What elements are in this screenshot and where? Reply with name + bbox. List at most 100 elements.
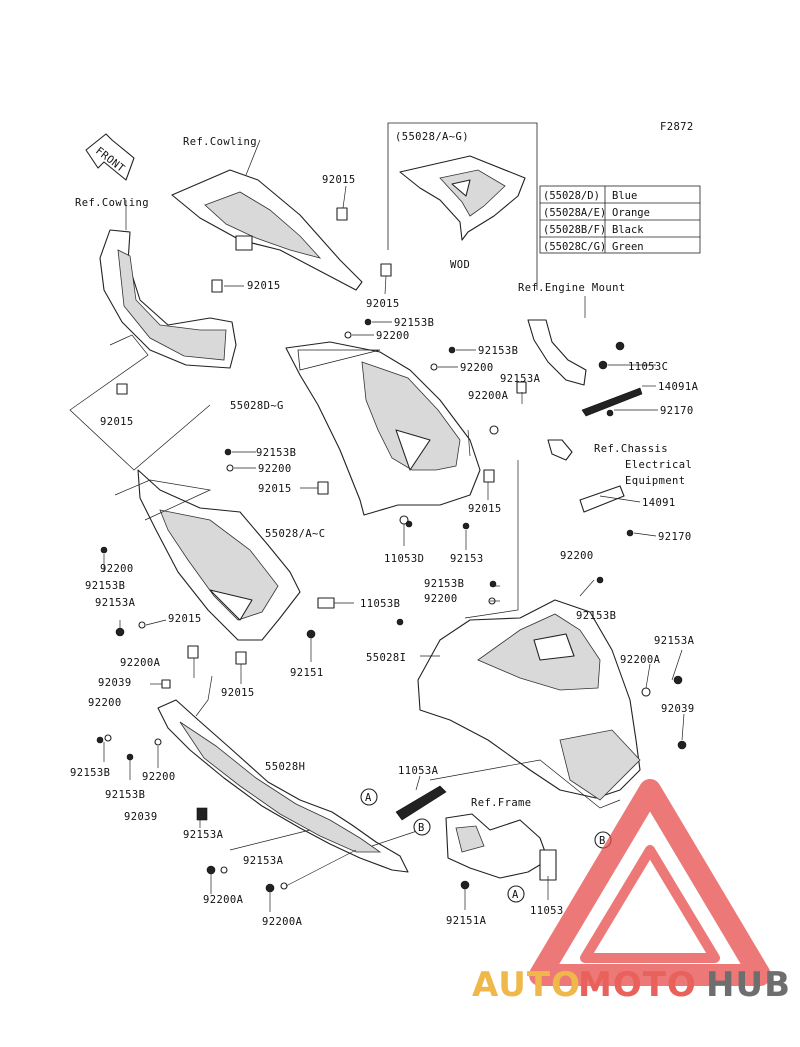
part-label: 55028I [366,652,406,664]
callout-b-1: B [413,818,431,836]
part-label: 92200 [460,362,494,374]
part-label: 92039 [124,811,158,823]
legend-color-3: Green [612,241,644,253]
part-label: 92153A [654,635,695,647]
stay-11053a-part [395,785,447,821]
part-label: 92200 [560,550,594,562]
part-label: 92153A [500,373,541,385]
part-label: 92015 [247,280,281,292]
left-inner-cowl-part [69,200,237,471]
part-label: 92200 [258,463,292,475]
part-label: 92200 [424,593,458,605]
part-label: 55028H [265,761,305,773]
part-label: 92153B [256,447,296,459]
part-labels: 92015 92015 92015 92015 92153B 92200 921… [70,174,699,928]
engine-mount-bracket [527,296,643,513]
part-label: 92153B [424,578,464,590]
watermark-logo-icon [529,779,771,986]
watermark-auto: AUTO [472,965,581,1005]
callout-a-2: A [507,885,525,903]
part-label: 92015 [221,687,255,699]
part-label: 92200A [620,654,661,666]
watermark-moto: MOTO [578,965,697,1005]
leader-lines [103,185,685,912]
watermark-text: AUTO MOTO HUB [472,965,791,1005]
part-label: 92200A [262,916,303,928]
side-cowl-55028a-part [114,469,301,641]
part-label: 14091A [658,381,699,393]
part-label: 11053 [530,905,564,917]
part-label: 92153B [478,345,518,357]
part-label: 92153A [183,829,224,841]
frame-part [445,813,557,881]
figure-code: F2872 [660,121,694,133]
upper-cowling-part [171,139,363,291]
inset-note: WOD [450,259,470,271]
lower-cowl-55028h-part [157,699,409,873]
ref-chassis-3: Equipment [625,475,686,487]
part-label: 92151 [290,667,324,679]
part-label: 92039 [98,677,132,689]
svg-text:B: B [599,835,606,847]
callout-a-1: A [360,788,378,806]
lower-cowl-55028i-part [417,599,641,801]
part-label: 92015 [168,613,202,625]
part-label: 92153B [105,789,145,801]
fasteners [96,207,687,893]
color-legend: (55028/D) Blue (55028A/E) Orange (55028B… [539,185,701,254]
part-label: 55028/A~C [265,528,326,540]
part-label: 92170 [658,531,692,543]
part-label: 11053C [628,361,668,373]
part-label: 92153B [394,317,434,329]
part-label: 11053B [360,598,400,610]
part-label: 92153B [70,767,110,779]
part-label: 92153A [243,855,284,867]
legend-code-2: (55028B/F) [543,224,606,236]
part-label: 92200 [88,697,122,709]
part-label: 92015 [100,416,134,428]
part-label: 92200 [142,771,176,783]
legend-code-0: (55028/D) [543,190,600,202]
part-label: 92200A [468,390,509,402]
part-label: 92200A [203,894,244,906]
part-label: 92153B [85,580,125,592]
legend-code-1: (55028A/E) [543,207,606,219]
inset-box: (55028/A~G) WOD [387,122,538,290]
part-label: 14091 [642,497,676,509]
ref-cowling-left: Ref.Cowling [75,197,149,209]
inset-title: (55028/A~G) [395,131,469,143]
svg-text:A: A [365,792,372,804]
legend-color-0: Blue [612,190,637,202]
part-label: 92151A [446,915,487,927]
part-label: 92039 [661,703,695,715]
part-label: 92170 [660,405,694,417]
legend-color-1: Orange [612,207,650,219]
part-label: 92015 [258,483,292,495]
svg-text:B: B [418,822,425,834]
legend-color-2: Black [612,224,644,236]
part-label: 11053D [384,553,424,565]
part-label: 11053A [398,765,439,777]
part-label: 55028D~G [230,400,284,412]
part-label: 92153A [95,597,136,609]
ref-chassis-2: Electrical [625,459,692,471]
part-label: 92153B [576,610,616,622]
part-label: 92200A [120,657,161,669]
part-label: 92015 [322,174,356,186]
legend-code-3: (55028C/G) [543,241,606,253]
part-label: 92200 [100,563,134,575]
svg-text:A: A [512,889,519,901]
ref-chassis-1: Ref.Chassis [594,443,668,455]
ref-engine-mount: Ref.Engine Mount [518,282,626,294]
front-arrow-icon: FRONT [85,133,135,181]
part-label: 92015 [468,503,502,515]
side-cowl-55028d-part [285,341,481,516]
part-label: 92015 [366,298,400,310]
ref-frame: Ref.Frame [471,797,532,809]
ref-cowling-top: Ref.Cowling [183,136,257,148]
part-label: 92200 [376,330,410,342]
watermark-hub: HUB [706,965,791,1005]
part-label: 92153 [450,553,484,565]
